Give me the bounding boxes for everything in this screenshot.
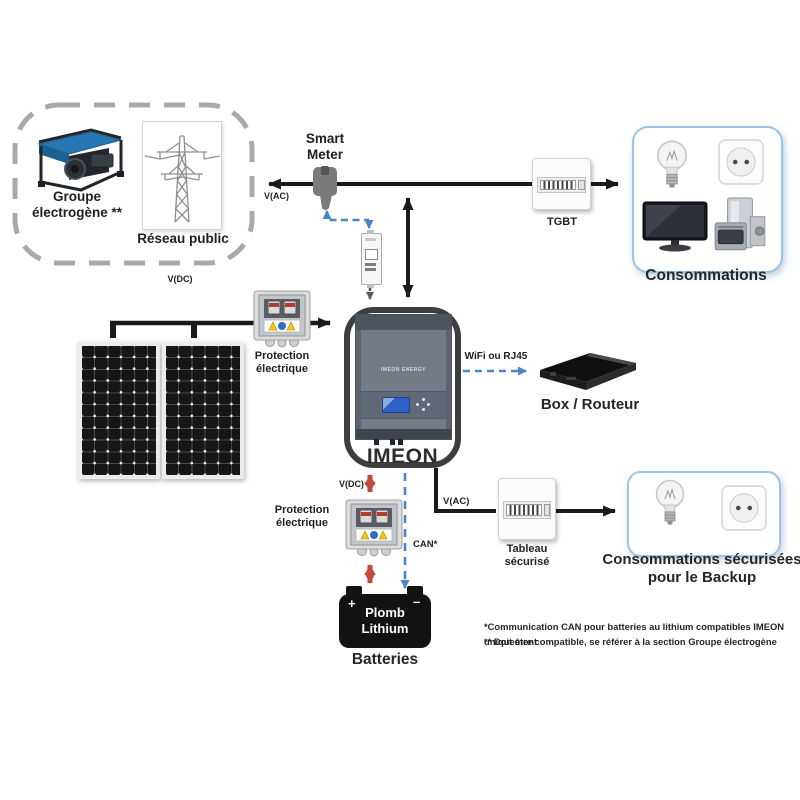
smart-meter-label: Smart Meter (305, 131, 345, 163)
can-label: CAN* (413, 539, 438, 550)
battery-type-label: Plomb Lithium (361, 604, 409, 636)
generator-label: Groupe électrogène ** (31, 189, 123, 221)
protection-box-battery-icon (345, 499, 403, 557)
battery-terminal (407, 586, 423, 596)
router-icon (540, 353, 636, 390)
inverter-logo: IMEON ENERGY (381, 367, 426, 373)
inverter-icon: IMEON ENERGY (355, 314, 452, 445)
backup-ac-elbow (434, 468, 496, 513)
battery-vdc-label: V(DC) (339, 479, 364, 489)
inverter-dpad (416, 398, 430, 411)
outlet-icon (718, 139, 764, 185)
battery-terminal (346, 586, 362, 596)
pv-protection-label: Protection électrique (254, 350, 310, 376)
lightbulb-icon (657, 140, 687, 188)
battery-plus-sign: + (348, 596, 356, 611)
footnote-can: *Communication CAN pour batteries au lit… (484, 621, 785, 647)
tableau-securise-label: Tableau sécurisé (504, 543, 550, 569)
pv-vdc-label: V(DC) (167, 274, 193, 284)
energy-meter-icon (361, 230, 382, 288)
clamp-comm-line (322, 210, 369, 222)
appliances-icon (714, 197, 766, 251)
tgbt-label: TGBT (547, 216, 577, 228)
tableau-securise-panel-icon (498, 478, 556, 540)
imeon-label: IMEON (366, 445, 439, 468)
tgbt-panel-icon (532, 158, 591, 210)
backup-vac-label: V(AC) (443, 496, 470, 507)
outlet-icon (721, 485, 767, 531)
inverter-lcd (382, 397, 410, 413)
grid-label: Réseau public (137, 231, 229, 246)
battery-icon: Plomb Lithium (339, 594, 431, 648)
protection-box-pv-icon (253, 290, 311, 348)
ct-clamp-icon (313, 166, 337, 210)
router-label: Box / Routeur (540, 396, 640, 413)
consumption-label: Consommations (645, 267, 767, 284)
lightbulb-icon (655, 479, 685, 525)
tv-icon (642, 201, 708, 252)
battery-minus-sign: – (413, 594, 421, 609)
batteries-label: Batteries (351, 651, 419, 668)
footnote-generator: ** Doit être compatible, se référer à la… (484, 636, 777, 647)
generator-icon (37, 128, 124, 192)
solar-panel-icon (162, 342, 244, 479)
grid-vac-label: V(AC) (264, 191, 289, 201)
source-group-outline (12, 102, 255, 266)
backup-consumption-label: Consommations sécurisées pour le Backup (602, 551, 800, 586)
battery-protection-label: Protection électrique (274, 504, 330, 530)
wifi-label: WiFi ou RJ45 (464, 351, 528, 362)
solar-panel-icon (78, 342, 160, 479)
power-tower-icon (142, 121, 222, 230)
